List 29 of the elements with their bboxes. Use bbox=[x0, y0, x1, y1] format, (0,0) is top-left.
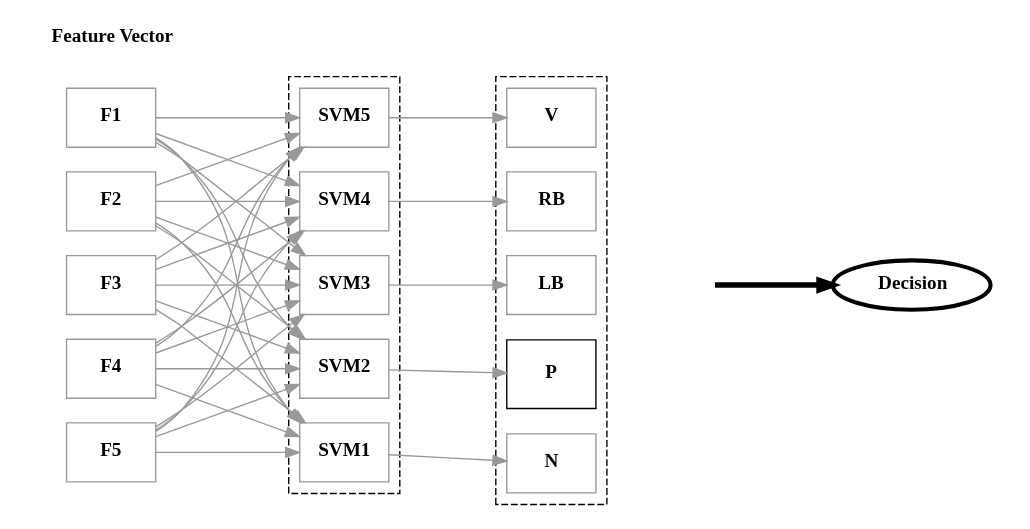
arrow bbox=[387, 112, 509, 124]
node-box: F1 bbox=[65, 87, 156, 148]
node-box: F2 bbox=[65, 171, 156, 232]
node-box: F5 bbox=[65, 422, 156, 483]
arrow bbox=[387, 195, 509, 208]
node-box: RB bbox=[505, 171, 597, 232]
node-box: P bbox=[505, 339, 597, 410]
node-box: F3 bbox=[65, 254, 156, 316]
arrow bbox=[154, 195, 301, 208]
label: Feature Vector bbox=[50, 24, 173, 46]
arrow bbox=[154, 446, 301, 459]
node-box: SVM5 bbox=[298, 87, 389, 148]
node-ellipse: Decision bbox=[830, 258, 993, 312]
cluster bbox=[494, 75, 608, 506]
node-box: V bbox=[505, 87, 597, 148]
arrow bbox=[154, 112, 301, 124]
node-box: SVM3 bbox=[298, 254, 389, 316]
arrow bbox=[387, 279, 509, 291]
arrow bbox=[387, 366, 509, 379]
node-box: N bbox=[505, 433, 597, 494]
arrow bbox=[154, 362, 301, 375]
node-box: SVM4 bbox=[298, 171, 389, 232]
arrow bbox=[154, 279, 301, 291]
node-box: LB bbox=[505, 254, 597, 316]
arrow bbox=[387, 454, 509, 466]
node-box: SVM2 bbox=[298, 338, 389, 399]
node-box: F4 bbox=[65, 338, 156, 399]
node-box: SVM1 bbox=[298, 422, 389, 483]
arrow bbox=[714, 276, 841, 294]
